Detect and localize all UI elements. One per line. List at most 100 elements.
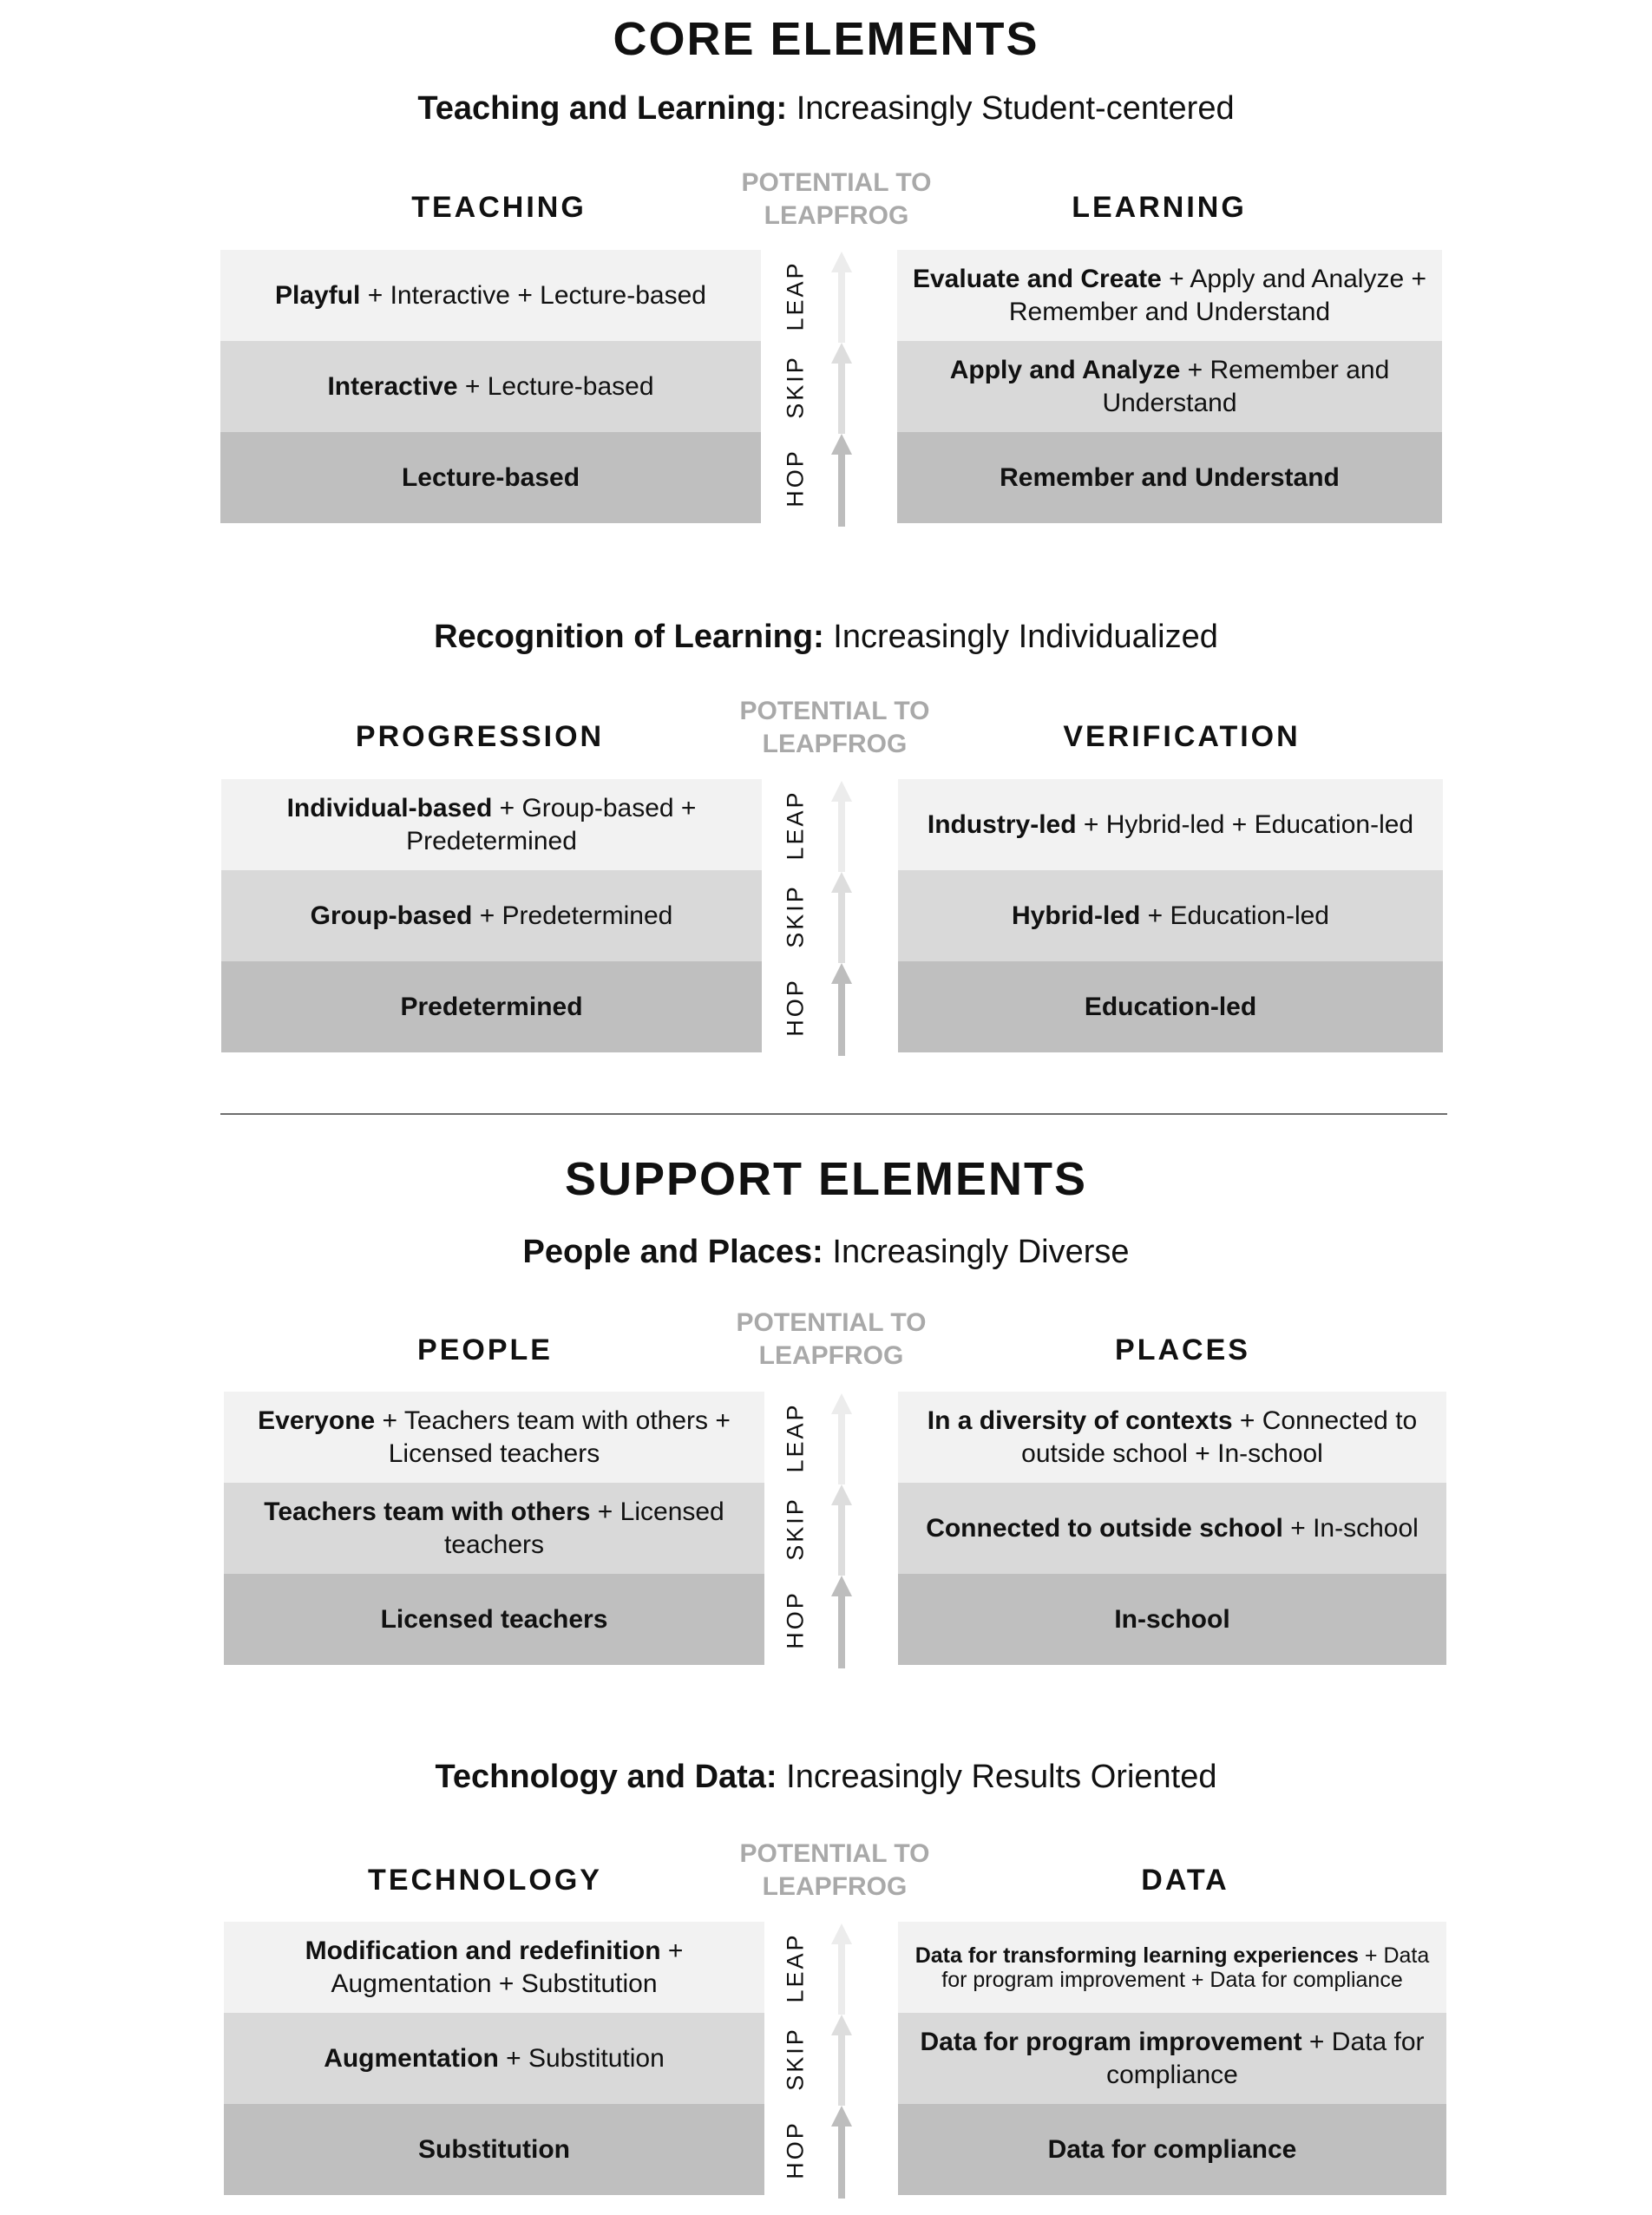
box-text-bold: Individual-based <box>286 793 493 822</box>
box-text: Group-based + Predetermined <box>311 900 673 933</box>
box-text-bold: Data for transforming learning experienc… <box>914 1943 1359 1968</box>
leapfrog-heading-line: LEAPFROG <box>764 201 909 230</box>
box-text-bold: Predetermined <box>400 992 583 1021</box>
right-box-skip: Hybrid-led + Education-led <box>898 870 1443 961</box>
right-box-hop: In-school <box>898 1574 1446 1665</box>
left-box-leap: Individual-based + Group-based + Predete… <box>221 779 762 870</box>
left-box-skip: Interactive + Lecture-based <box>220 341 761 432</box>
section-title-bold: Teaching and Learning: <box>417 90 788 127</box>
right-box-hop: Data for compliance <box>898 2104 1446 2195</box>
box-text-bold: Teachers team with others <box>264 1497 591 1526</box>
box-text-rest: + Predetermined <box>472 901 673 930</box>
box-text: Industry-led + Hybrid-led + Education-le… <box>928 809 1413 842</box>
box-text-rest: + Augmentation + Substitution <box>331 1936 684 1998</box>
box-text-rest: + Licensed teachers <box>443 1497 724 1559</box>
box-text: Lecture-based <box>402 462 580 495</box>
box-text: Everyone + Teachers team with others + L… <box>238 1405 751 1471</box>
box-text: Data for compliance <box>1048 2133 1297 2166</box>
leapfrog-arrow <box>831 1393 852 1668</box>
box-text: Teachers team with others + Licensed tea… <box>238 1496 751 1562</box>
arrow-head-leap <box>831 1923 852 1944</box>
leapfrog-heading-line: LEAPFROG <box>762 730 908 758</box>
arrow-head-skip <box>831 2015 852 2035</box>
level-label-hop: HOP <box>782 1589 808 1649</box>
right-box-skip: Apply and Analyze + Remember and Underst… <box>897 341 1442 432</box>
box-text-bold: Everyone <box>258 1406 376 1435</box>
box-text-rest: + Teachers team with others + Licensed t… <box>375 1406 731 1468</box>
box-text-rest: + In-school <box>1282 1513 1419 1543</box>
arrow-head-skip <box>831 872 852 893</box>
box-text-bold: In-school <box>1114 1604 1230 1634</box>
right-box-hop: Education-led <box>898 961 1443 1052</box>
level-label-leap: LEAP <box>782 1401 808 1473</box>
left-column-heading: TECHNOLOGY <box>368 1864 602 1897</box>
arrow-head-hop <box>831 434 852 455</box>
level-label-skip: SKIP <box>782 2026 808 2091</box>
box-text-bold: Playful <box>275 280 361 310</box>
left-column-heading: TEACHING <box>411 191 587 224</box>
arrow-shaft-leap <box>838 800 845 872</box>
box-text-bold: Evaluate and Create <box>912 264 1162 293</box>
left-box-leap: Modification and redefinition + Augmenta… <box>224 1922 764 2013</box>
arrow-shaft-skip <box>838 2034 845 2106</box>
box-text-bold: Group-based <box>310 901 473 930</box>
arrow-shaft-hop <box>838 982 845 1056</box>
arrow-shaft-leap <box>838 1943 845 2015</box>
box-text-bold: Licensed teachers <box>380 1604 608 1634</box>
box-text: Playful + Interactive + Lecture-based <box>275 279 706 312</box>
box-text: Apply and Analyze + Remember and Underst… <box>911 354 1428 420</box>
section-title-text: Increasingly Results Oriented <box>777 1759 1217 1795</box>
section-title: Teaching and Learning: Increasingly Stud… <box>0 90 1652 128</box>
box-text: In-school <box>1114 1603 1229 1636</box>
arrow-shaft-skip <box>838 362 845 434</box>
level-label-skip: SKIP <box>782 883 808 948</box>
arrow-head-skip <box>831 343 852 364</box>
box-text: Connected to outside school + In-school <box>926 1512 1419 1545</box>
arrow-head-hop <box>831 1576 852 1596</box>
box-text-bold: Modification and redefinition <box>305 1936 661 1965</box>
arrow-head-skip <box>831 1484 852 1505</box>
box-text: In a diversity of contexts + Connected t… <box>912 1405 1432 1471</box>
section-title-bold: Technology and Data: <box>435 1759 777 1795</box>
right-box-leap: In a diversity of contexts + Connected t… <box>898 1392 1446 1483</box>
left-box-hop: Lecture-based <box>220 432 761 523</box>
box-text-rest: + Connected to outside school + In-schoo… <box>1021 1406 1418 1468</box>
section-divider <box>220 1113 1447 1115</box>
section-title-text: Increasingly Student-centered <box>787 90 1235 127</box>
box-text-bold: Hybrid-led <box>1011 901 1141 930</box>
box-text-rest: + Apply and Analyze + Remember and Under… <box>1008 264 1427 326</box>
left-box-leap: Everyone + Teachers team with others + L… <box>224 1392 764 1483</box>
arrow-head-leap <box>831 252 852 272</box>
arrow-head-leap <box>831 781 852 802</box>
box-text-rest: + Remember and Understand <box>1102 355 1390 417</box>
section-title-text: Increasingly Diverse <box>823 1234 1130 1270</box>
leapfrog-heading-line: POTENTIAL TO <box>739 1839 930 1868</box>
level-label-skip: SKIP <box>782 354 808 419</box>
arrow-shaft-skip <box>838 891 845 963</box>
section-title: Recognition of Learning: Increasingly In… <box>0 619 1652 656</box>
box-text-rest: + Interactive + Lecture-based <box>360 280 706 310</box>
level-label-hop: HOP <box>782 977 808 1037</box>
box-text-bold: Interactive <box>327 371 458 401</box>
leapfrog-heading-line: LEAPFROG <box>762 1872 908 1901</box>
box-text: Licensed teachers <box>381 1603 608 1636</box>
leapfrog-heading: POTENTIAL TO LEAPFROG <box>705 1838 965 1904</box>
section-title: People and Places: Increasingly Diverse <box>0 1234 1652 1271</box>
box-text-bold: Substitution <box>418 2134 570 2164</box>
box-text-bold: Remember and Understand <box>1000 462 1340 492</box>
box-text-bold: Data for compliance <box>1047 2134 1297 2164</box>
box-text: Modification and redefinition + Augmenta… <box>238 1935 751 2001</box>
right-column-heading: PLACES <box>1115 1334 1250 1366</box>
box-text-rest: + Group-based + Predetermined <box>406 793 697 855</box>
leapfrog-arrow <box>831 781 852 1056</box>
level-label-skip: SKIP <box>782 1496 808 1561</box>
box-text-bold: Lecture-based <box>401 462 580 492</box>
leapfrog-heading-line: LEAPFROG <box>758 1341 904 1370</box>
box-text-rest: + Education-led <box>1140 901 1329 930</box>
left-box-skip: Group-based + Predetermined <box>221 870 762 961</box>
box-text: Remember and Understand <box>1000 462 1340 495</box>
box-text: Predetermined <box>400 991 582 1024</box>
